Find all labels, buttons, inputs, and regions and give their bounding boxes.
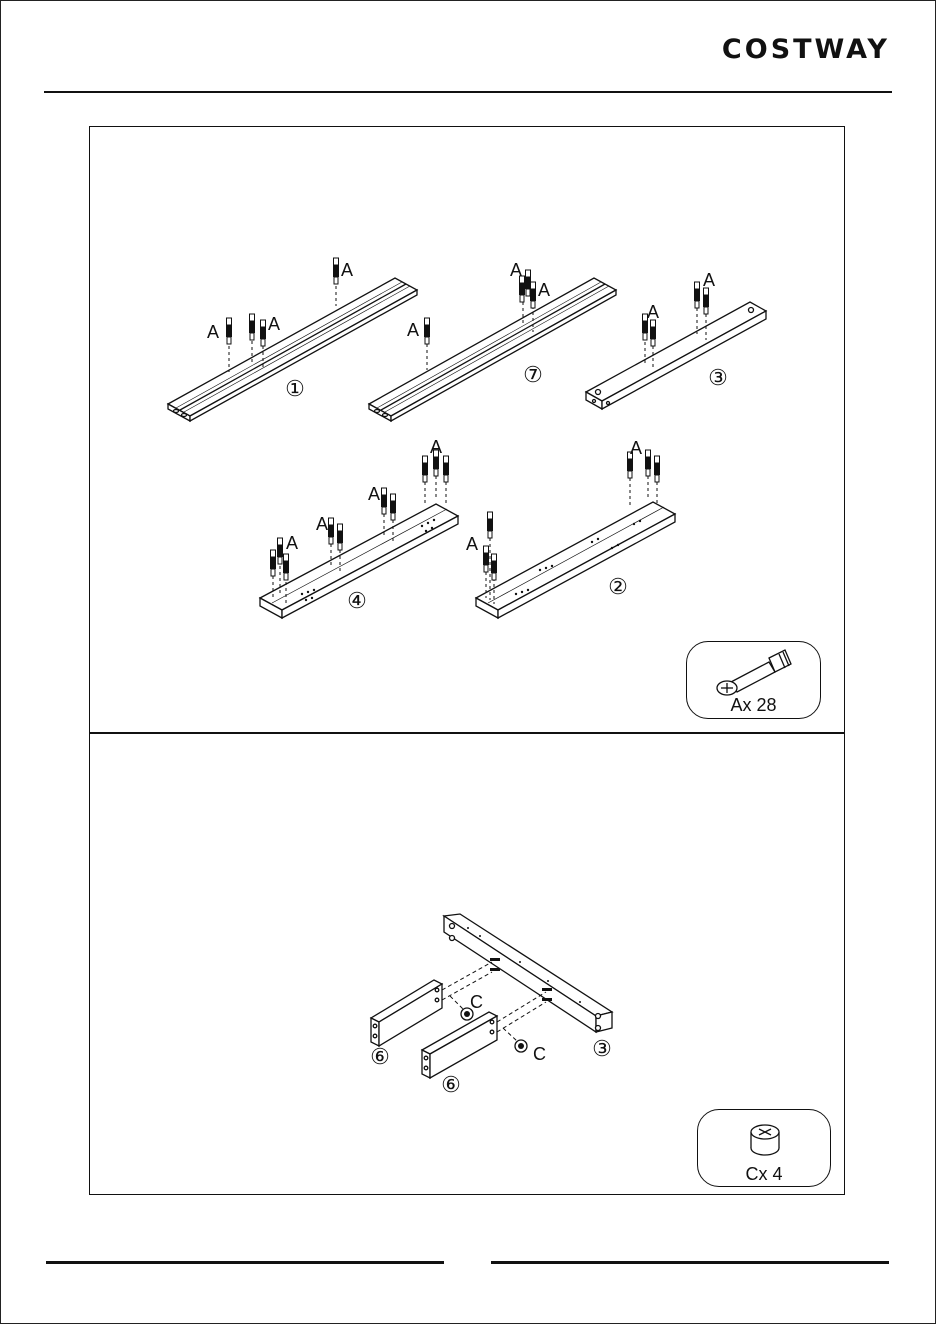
dowel-label: A [630,438,642,458]
part-number: ⑥ [370,1044,390,1069]
part-number: ② [608,574,628,599]
dowel-icon [530,282,536,308]
dowel-icon [283,554,289,580]
part-number: ⑦ [523,362,543,387]
dowel-label: A [207,322,219,342]
panel-6-right [422,1012,497,1078]
dowel-icon [328,518,334,544]
dowel-label: A [510,260,522,280]
dowel-label: A [316,514,328,534]
dowel-label: A [368,484,380,504]
cam-lock-icon [515,1040,527,1052]
dowel-label: A [647,302,659,322]
dowel-icon [645,450,651,476]
cam-bolt-icon [687,642,822,702]
dowel-icon [277,538,283,564]
dowel-label: A [466,534,478,554]
dowel-icon [381,488,387,514]
dowel-icon [483,546,489,572]
dowel-icon [422,456,428,482]
dowel-icon [650,320,656,346]
dowel-icon [337,524,343,550]
dowel-icon [703,288,709,314]
dowel-icon [654,456,660,482]
dowel-icon [249,314,255,340]
hardware-label: A [730,695,742,715]
hardware-label: C [745,1164,758,1184]
lock-label: C [470,992,483,1012]
dowel-label: A [407,320,419,340]
footer-rule-left [46,1261,444,1264]
part-number: ④ [347,588,367,613]
lock-label: C [533,1044,546,1064]
dowel-icon [694,282,700,308]
dowel-icon [491,554,497,580]
dowel-icon [333,258,339,284]
dowel-icon [424,318,430,344]
dowel-label: A [286,533,298,553]
dowel-icon [270,550,276,576]
dowel-icon [260,320,266,346]
part-number: ① [285,376,305,401]
panel-3 [586,302,766,409]
footer-rule-right [491,1261,889,1264]
panel-2 [476,502,675,618]
dowel-label: A [341,260,353,280]
dowel-icon [487,512,493,538]
dowel-label: A [268,314,280,334]
hardware-quantity: x 4 [758,1164,782,1184]
hardware-callout-a: Ax 28 [686,641,821,719]
cam-lock-icon [698,1110,832,1166]
part-number: ③ [708,365,728,390]
part-number: ③ [592,1036,612,1061]
dowel-icon [390,494,396,520]
part-number: ⑥ [441,1072,461,1097]
dowel-icon [443,456,449,482]
hardware-callout-c: Cx 4 [697,1109,831,1187]
hardware-quantity: x 28 [742,695,776,715]
dowel-label: A [538,280,550,300]
dowel-label: A [430,437,442,457]
dowel-icon [226,318,232,344]
dowel-label: A [703,270,715,290]
panel-6-left [371,980,442,1046]
